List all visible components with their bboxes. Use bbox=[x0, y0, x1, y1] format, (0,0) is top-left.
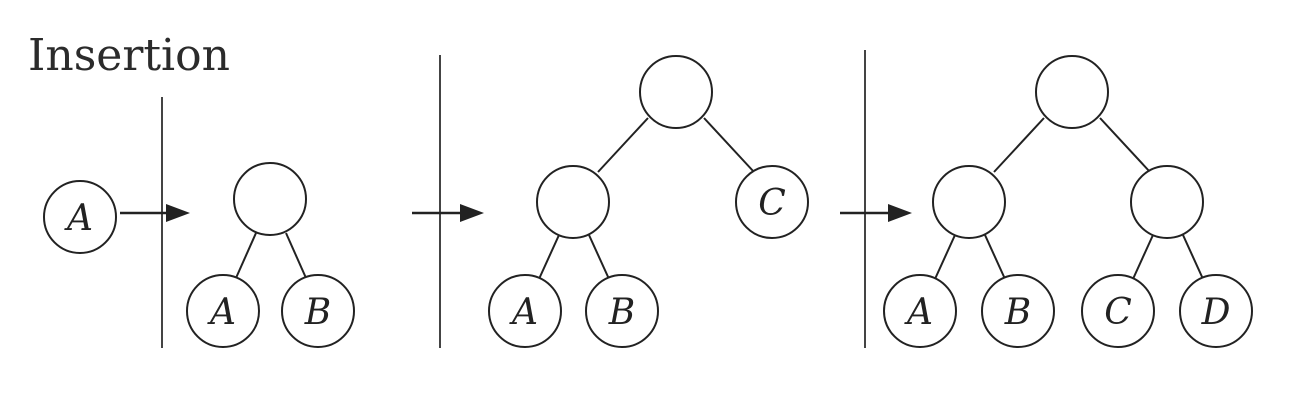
node-leaf bbox=[1081, 274, 1155, 348]
node-internal bbox=[639, 55, 713, 129]
node-leaf bbox=[1179, 274, 1253, 348]
stage-2-tree: A B bbox=[186, 162, 355, 348]
node-label: C bbox=[758, 183, 786, 224]
stage-1-tree: A bbox=[43, 180, 117, 254]
node-label: D bbox=[1201, 292, 1231, 333]
tree-edge bbox=[235, 232, 257, 279]
node-label: A bbox=[509, 292, 538, 333]
tree-edge bbox=[597, 117, 649, 173]
node-internal bbox=[536, 165, 610, 239]
arrow-2 bbox=[412, 204, 484, 222]
stage-3-tree: C A B bbox=[488, 55, 809, 348]
node-label: A bbox=[904, 292, 933, 333]
node-label: B bbox=[608, 292, 635, 333]
arrow-1 bbox=[120, 204, 190, 222]
node-label: B bbox=[304, 292, 331, 333]
tree-edge bbox=[538, 234, 560, 280]
tree-edge bbox=[703, 117, 755, 173]
node-label: A bbox=[207, 292, 236, 333]
node-leaf bbox=[281, 274, 355, 348]
tree-edge bbox=[588, 234, 610, 280]
node-label: C bbox=[1104, 292, 1132, 333]
tree-edge bbox=[1099, 117, 1151, 173]
node-leaf bbox=[43, 180, 117, 254]
node-leaf bbox=[585, 274, 659, 348]
tree-edge bbox=[993, 117, 1045, 173]
node-internal bbox=[233, 162, 307, 236]
node-label: A bbox=[64, 198, 93, 239]
tree-edge bbox=[285, 232, 307, 279]
node-label: B bbox=[1004, 292, 1031, 333]
node-leaf bbox=[735, 165, 809, 239]
arrow-3 bbox=[840, 204, 912, 222]
stage-4-tree: A B C D bbox=[883, 55, 1253, 348]
node-internal bbox=[932, 165, 1006, 239]
node-internal bbox=[1130, 165, 1204, 239]
node-internal bbox=[1035, 55, 1109, 129]
node-leaf bbox=[981, 274, 1055, 348]
node-leaf bbox=[883, 274, 957, 348]
node-leaf bbox=[186, 274, 260, 348]
node-leaf bbox=[488, 274, 562, 348]
tree-edge bbox=[1132, 234, 1154, 280]
tree-edge bbox=[934, 234, 956, 280]
tree-edge bbox=[1182, 234, 1204, 280]
diagram-title: Insertion bbox=[28, 30, 230, 81]
tree-edge bbox=[984, 234, 1006, 280]
